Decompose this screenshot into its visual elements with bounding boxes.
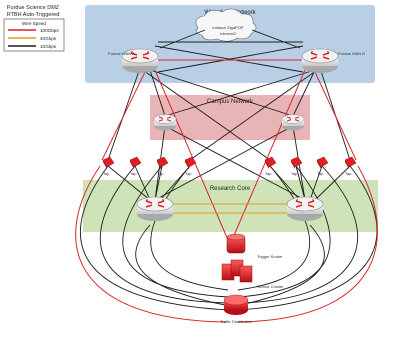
campus-router-right	[281, 113, 305, 132]
legend-title-1: Purdue Science DMZ	[7, 5, 60, 11]
traffic-distribution	[223, 294, 249, 315]
sensor-cluster	[221, 259, 253, 283]
research-zone	[83, 180, 378, 232]
tap-label: Tap	[345, 171, 352, 176]
wan-router-right-label: Purdue WAN B	[338, 51, 365, 56]
campus-zone-label: Campus Network	[207, 99, 254, 105]
tap-label: Tap	[157, 171, 164, 176]
trigger-router	[226, 233, 246, 254]
legend-title-2: RTBH Auto-Triggered	[7, 12, 60, 18]
sensor-cluster-label: Sensor Cluster	[257, 284, 284, 289]
tap-label: Tap	[317, 171, 324, 176]
tap-label: Tap	[130, 171, 137, 176]
research-zone-label: Research Core	[210, 186, 251, 192]
links-40gbps	[170, 203, 290, 214]
legend-item-40: 40Gbps	[40, 36, 57, 41]
links-100gbps	[75, 59, 378, 323]
legend-header: Wire Speed	[22, 21, 46, 26]
traffic-distribution-label: Traffic Distribution	[220, 319, 252, 324]
tap-label: Tap	[103, 171, 110, 176]
tap-icon	[184, 156, 197, 170]
legend-item-10: 10Gbps	[40, 44, 57, 49]
wan-router-right	[301, 48, 339, 74]
legend-item-100: 100Gbps	[40, 28, 59, 33]
legend: Purdue Science DMZ RTBH Auto-Triggered W…	[3, 5, 65, 52]
links-10gbps	[79, 29, 378, 311]
tap-label: Tap	[291, 171, 298, 176]
wan-router-left-label: Purdue WAN A	[108, 51, 135, 56]
trigger-router-label: Trigger Router	[257, 254, 283, 259]
tap-icon	[102, 156, 115, 170]
campus-router-left	[153, 113, 177, 132]
cloud-label-2: Internet2	[220, 31, 237, 36]
tap-icon	[156, 156, 169, 170]
cloud-label-1: Indiana GigaPOP	[212, 25, 243, 30]
tap-label: Tap	[265, 171, 272, 176]
internet-cloud: Indiana GigaPOP Internet2	[195, 8, 257, 42]
core-router-left	[136, 196, 174, 222]
taps: Tap Tap Tap Tap Tap Tap Tap Tap	[102, 156, 357, 176]
tap-label: Tap	[185, 171, 192, 176]
core-router-right	[286, 196, 324, 222]
